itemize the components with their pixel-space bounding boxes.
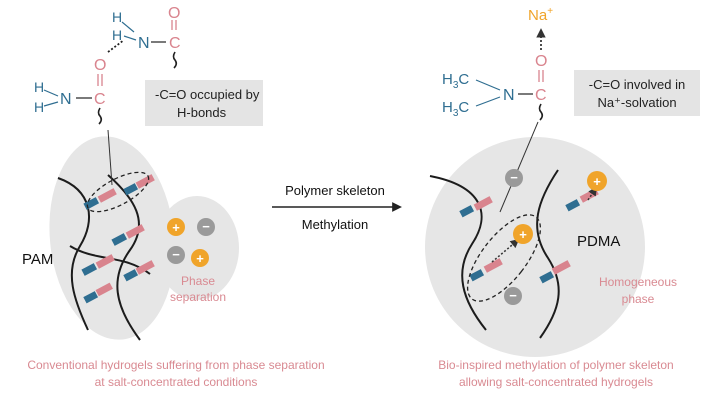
- atom-h: H: [34, 79, 44, 95]
- plus-ion-label: +: [593, 174, 601, 189]
- left-caption-line1: Conventional hydrogels suffering from ph…: [27, 358, 324, 372]
- atom-o: O: [535, 53, 547, 70]
- pam-dashed-highlight: [86, 171, 150, 213]
- phase-separation-line2: separation: [170, 290, 226, 304]
- arrow-label-top: Polymer skeleton: [285, 183, 385, 198]
- pam-callout-line2: H-bonds: [177, 105, 227, 120]
- atom-c: C: [535, 87, 547, 104]
- pdma-chain-2: [536, 169, 560, 339]
- na-ion-label: Na+: [528, 6, 553, 24]
- solvation-arrow: [491, 238, 520, 263]
- atom-o: O: [168, 5, 180, 22]
- pam-side-groups: [81, 174, 155, 304]
- pam-chain-2: [107, 174, 141, 341]
- right-panel: − + + − Na+ O C N H3C H3C -C=O involved: [425, 6, 700, 389]
- atom-n: N: [138, 35, 150, 52]
- pam-chain-1: [57, 177, 90, 331]
- pam-label: PAM: [22, 251, 53, 268]
- pdma-molecule: Na+ O C N H3C H3C: [442, 6, 553, 121]
- atom-o: O: [94, 57, 106, 74]
- pam-zoom-line: [107, 129, 113, 186]
- right-ions: − + + −: [504, 169, 607, 305]
- plus-ion-label: +: [519, 227, 527, 242]
- arrow-label-bottom: Methylation: [302, 217, 368, 232]
- phase-separation-line1: Phase: [181, 274, 215, 288]
- atom-n: N: [503, 87, 515, 104]
- plus-ion-label: +: [172, 220, 180, 235]
- right-caption-line1: Bio-inspired methylation of polymer skel…: [438, 358, 673, 372]
- atom-h: H: [112, 27, 122, 43]
- minus-ion-label: −: [172, 247, 180, 262]
- minus-ion-label: −: [202, 219, 210, 234]
- left-ions: + − − +: [167, 218, 215, 267]
- atom-c: C: [169, 35, 181, 52]
- atom-n: N: [60, 91, 72, 108]
- homogeneous-phase-line1: Homogeneous: [599, 275, 677, 289]
- atom-h: H: [112, 9, 122, 25]
- pam-top-amide: H H N C O: [112, 5, 181, 69]
- right-caption-line2: allowing salt-concentrated hydrogels: [459, 375, 653, 389]
- minus-ion-label: −: [510, 170, 518, 185]
- atom-h: H: [34, 99, 44, 115]
- minus-ion-label: −: [509, 288, 517, 303]
- methylation-arrow: Polymer skeleton Methylation: [272, 183, 402, 232]
- left-panel: H H N C O O C N H H: [22, 5, 325, 389]
- pam-callout-box: [145, 80, 263, 126]
- pdma-callout-line2: Na⁺-solvation: [597, 95, 676, 110]
- pam-callout-line1: -C=O occupied by: [155, 87, 260, 102]
- pdma-callout-line1: -C=O involved in: [589, 77, 685, 92]
- pam-bottom-amide: O C N H H: [34, 57, 106, 125]
- plus-ion-label: +: [196, 251, 204, 266]
- methyl-group: H3C: [442, 71, 469, 91]
- left-caption-line2: at salt-concentrated conditions: [95, 375, 258, 389]
- homogeneous-phase-line2: phase: [622, 292, 655, 306]
- methyl-group: H3C: [442, 99, 469, 119]
- pdma-label: PDMA: [577, 233, 620, 250]
- pam-blob: [49, 136, 175, 340]
- pdma-chain-1: [429, 175, 487, 331]
- h-bond-dots: [107, 39, 125, 53]
- pdma-zoom-line: [499, 121, 539, 213]
- pdma-dashed-highlight: [466, 214, 542, 302]
- atom-c: C: [94, 91, 106, 108]
- pdma-callout-box: [574, 70, 700, 116]
